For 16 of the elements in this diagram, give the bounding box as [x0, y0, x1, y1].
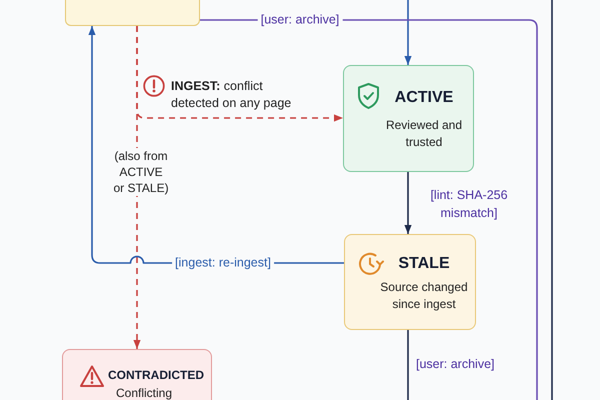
edge-label: [user: archive] [415, 356, 496, 373]
arrow [404, 172, 412, 234]
edge-label: [lint: SHA-256 mismatch] [429, 187, 509, 222]
state-description: Reviewed and trusted [384, 117, 464, 151]
edge-label: [ingest: re-ingest] [172, 254, 274, 272]
edge-label: [user: archive] [258, 12, 342, 28]
state-box [344, 234, 476, 330]
state-description: Source changed since ingest [379, 279, 469, 313]
state-description: Conflicting [114, 385, 174, 400]
state-box [343, 65, 474, 172]
connector-line [407, 330, 409, 400]
arrow [404, 0, 412, 65]
state-box [62, 349, 212, 400]
state-title: STALE [398, 254, 450, 274]
state-title: CONTRADICTED [108, 368, 204, 382]
state-title: ACTIVE [394, 88, 454, 108]
